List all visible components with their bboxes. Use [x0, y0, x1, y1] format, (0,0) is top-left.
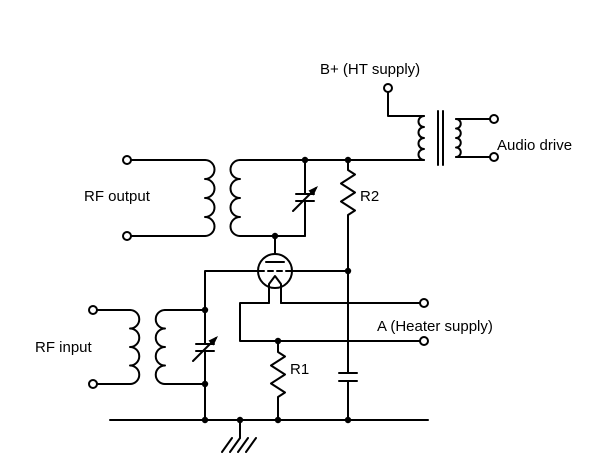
- terminal-audio-bottom: [489, 152, 499, 162]
- terminal-rf-output-top: [122, 155, 132, 165]
- rf-output-winding: [204, 159, 216, 237]
- terminal-rf-input-bottom: [88, 379, 98, 389]
- audio-transformer: [417, 110, 491, 166]
- grid-tank-variable-capacitor: [192, 309, 218, 385]
- heater-label: A (Heater supply): [377, 318, 493, 335]
- plate-tank-variable-capacitor: [292, 159, 318, 237]
- b-plus-lead-wire: [387, 91, 425, 117]
- schematic-artwork: [88, 83, 499, 453]
- grid-tank-bottom-wire: [164, 383, 206, 421]
- terminal-heater-bottom: [419, 336, 429, 346]
- variable-arrowhead: [308, 186, 318, 196]
- grid-lead-wire: [204, 270, 259, 311]
- transformer-core: [437, 110, 444, 166]
- b-plus-label: B+ (HT supply): [320, 61, 420, 78]
- audio-drive-label: Audio drive: [497, 137, 572, 154]
- ground-symbol: [221, 419, 257, 453]
- screen-bypass-capacitor: [338, 270, 358, 421]
- resistor-r2: [340, 159, 356, 272]
- rf-output-label: RF output: [84, 188, 151, 205]
- transformer-secondary-coil: [455, 118, 462, 158]
- variable-arrowhead: [208, 336, 218, 346]
- terminal-b-plus: [383, 83, 393, 93]
- terminal-rf-output-bottom: [122, 231, 132, 241]
- rf-input-coil: [96, 309, 141, 385]
- resistor-r1: [270, 340, 286, 421]
- heater-wires: [239, 302, 421, 342]
- rf-input-label: RF input: [35, 339, 93, 356]
- vacuum-tube: [257, 253, 293, 304]
- grid-tank-coil: [154, 309, 166, 385]
- junction-dots: [201, 156, 352, 424]
- rf-output-coil: [130, 159, 216, 237]
- rf-input-lead-wires: [96, 309, 131, 385]
- terminal-audio-top: [489, 114, 499, 124]
- secondary-lead-wires: [455, 118, 491, 158]
- r2-label: R2: [360, 188, 379, 205]
- terminal-rf-input-top: [88, 305, 98, 315]
- tube-filament: [268, 275, 282, 304]
- rf-input-winding: [129, 309, 141, 385]
- rf-output-lead-wires: [130, 159, 206, 237]
- terminal-heater-top: [419, 298, 429, 308]
- plate-tank-coil: [229, 159, 241, 237]
- r1-label: R1: [290, 361, 309, 378]
- transformer-primary-coil: [417, 115, 425, 161]
